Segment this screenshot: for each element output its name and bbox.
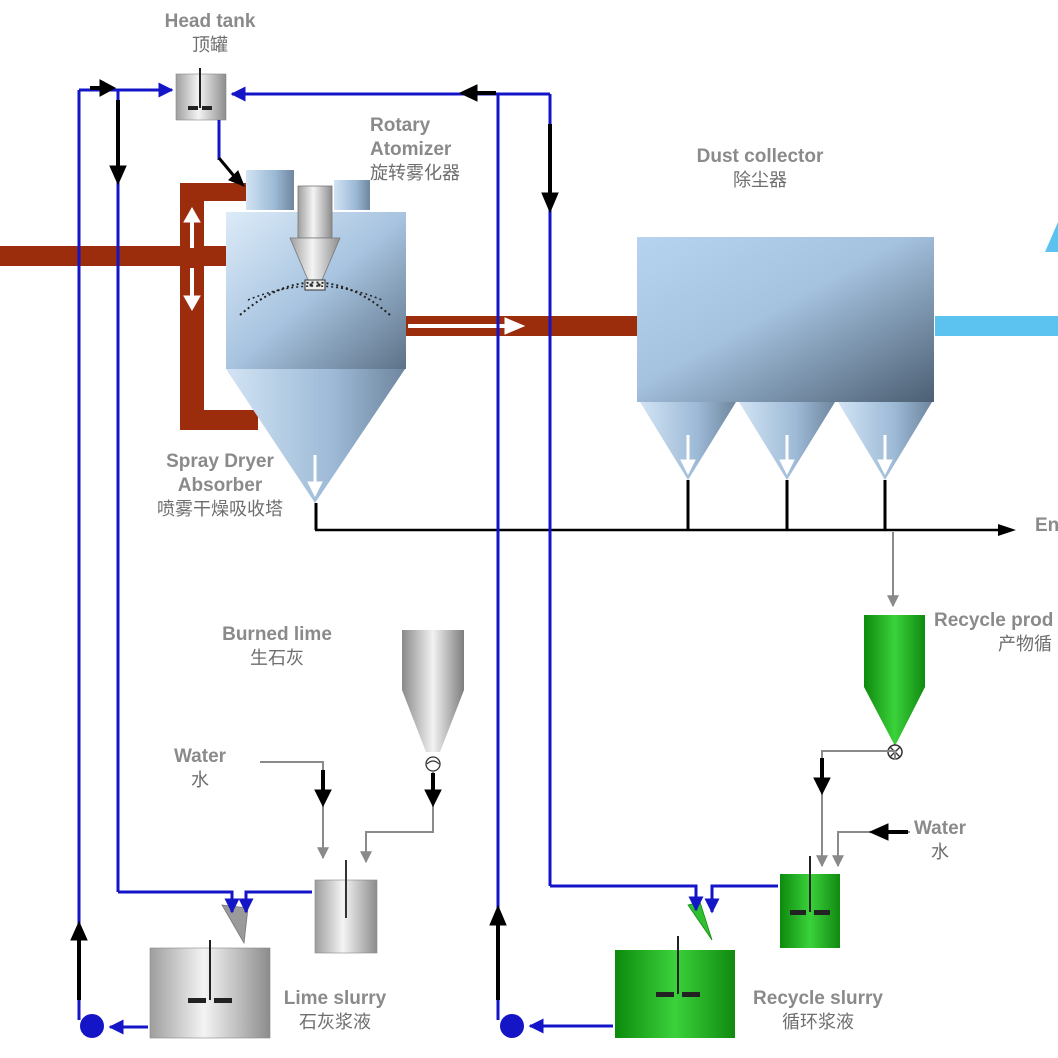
end-product-label-en: En	[1035, 515, 1058, 536]
feed-lines	[260, 750, 910, 868]
burned-lime-label-en: Burned lime	[222, 624, 332, 645]
atomizer-housing-left	[246, 170, 294, 210]
pump-icon	[500, 1014, 524, 1038]
rotary-valve-icon	[425, 756, 441, 772]
recycle-product-label-en: Recycle prod	[934, 610, 1054, 631]
slurry-lines	[77, 82, 778, 1035]
water-left-label-en: Water	[173, 746, 227, 767]
lime-slurry-tank	[149, 940, 271, 1039]
recycle-mixing-tank	[780, 856, 840, 948]
recycle-product-hopper	[864, 615, 925, 746]
water-left-label: Water 水	[160, 745, 240, 793]
flow-arrow-icon	[70, 79, 559, 1000]
head-tank-label-en: Head tank	[164, 11, 256, 32]
recycle-chute	[687, 901, 713, 941]
flow-arrow-icon	[183, 206, 526, 335]
atomizer-housing-right	[334, 180, 370, 210]
rotary-atomizer-label: Rotary Atomizer 旋转雾化器	[370, 114, 460, 186]
recycle-product-label-zh: 产物循	[998, 634, 1052, 655]
recycle-slurry-label-zh: 循环浆液	[782, 1012, 854, 1033]
dust-collector-label-zh: 除尘器	[733, 170, 787, 191]
recycle-slurry-label: Recycle slurry 循环浆液	[742, 987, 894, 1035]
recycle-slurry-tank	[615, 936, 735, 1038]
lime-slurry-label: Lime slurry 石灰浆液	[272, 987, 398, 1035]
water-right-label: Water 水	[900, 817, 980, 865]
burned-lime-label: Burned lime 生石灰	[212, 623, 342, 671]
clean-gas-outlet-duct	[935, 316, 1058, 336]
head-tank	[175, 68, 227, 121]
spray-dryer-label-en2: Absorber	[177, 475, 263, 496]
end-product-label: En	[1035, 514, 1058, 538]
burned-lime-label-zh: 生石灰	[250, 648, 304, 669]
agitator-icon	[188, 68, 212, 110]
lime-slurry-label-en: Lime slurry	[283, 988, 387, 1009]
flue-gas-inlet-duct	[0, 246, 228, 266]
agitator-icon	[790, 856, 830, 915]
pump-icon	[80, 1014, 104, 1038]
flow-arrow-icon	[307, 455, 323, 498]
flow-arrow-icon	[998, 524, 1016, 536]
head-tank-label: Head tank 顶罐	[150, 10, 270, 58]
burned-lime-silo	[402, 630, 464, 752]
water-right-label-en: Water	[913, 818, 967, 839]
dust-collector	[637, 237, 934, 480]
lime-mixing-tank	[314, 860, 378, 954]
spray-dryer-label-en1: Spray Dryer	[166, 451, 274, 472]
dust-collector-label-en: Dust collector	[696, 146, 824, 167]
absorber-cone	[226, 369, 405, 503]
flue-gas-ducts	[0, 183, 637, 430]
spray-dryer-label: Spray Dryer Absorber 喷雾干燥吸收塔	[140, 450, 300, 522]
head-tank-label-zh: 顶罐	[192, 35, 228, 56]
flow-arrow-icon	[314, 758, 908, 841]
rotary-atomizer-label-en1: Rotary	[370, 115, 431, 136]
stack-icon	[1045, 222, 1058, 252]
lime-chute	[221, 904, 249, 945]
water-right-label-zh: 水	[931, 842, 949, 863]
agitator-icon	[656, 936, 700, 997]
agitator-icon	[188, 940, 232, 1003]
water-left-label-zh: 水	[191, 770, 209, 791]
spray-dryer-label-zh: 喷雾干燥吸收塔	[157, 499, 283, 520]
rotary-atomizer-label-en2: Atomizer	[370, 139, 452, 160]
rotary-atomizer-icon	[289, 185, 341, 291]
lime-slurry-label-zh: 石灰浆液	[299, 1012, 371, 1033]
recycle-slurry-label-en: Recycle slurry	[753, 988, 883, 1009]
spray-dryer-absorber	[226, 170, 406, 503]
spray-pattern-inner	[247, 285, 383, 301]
recycle-product-label: Recycle prod 产物循	[934, 609, 1053, 657]
dust-collector-body	[637, 237, 934, 402]
end-product-line	[314, 480, 1000, 532]
rotary-atomizer-label-zh: 旋转雾化器	[370, 163, 460, 184]
dust-collector-label: Dust collector 除尘器	[680, 145, 840, 193]
flow-arrow-icon	[680, 435, 893, 476]
lower-duct-branch	[180, 410, 258, 430]
